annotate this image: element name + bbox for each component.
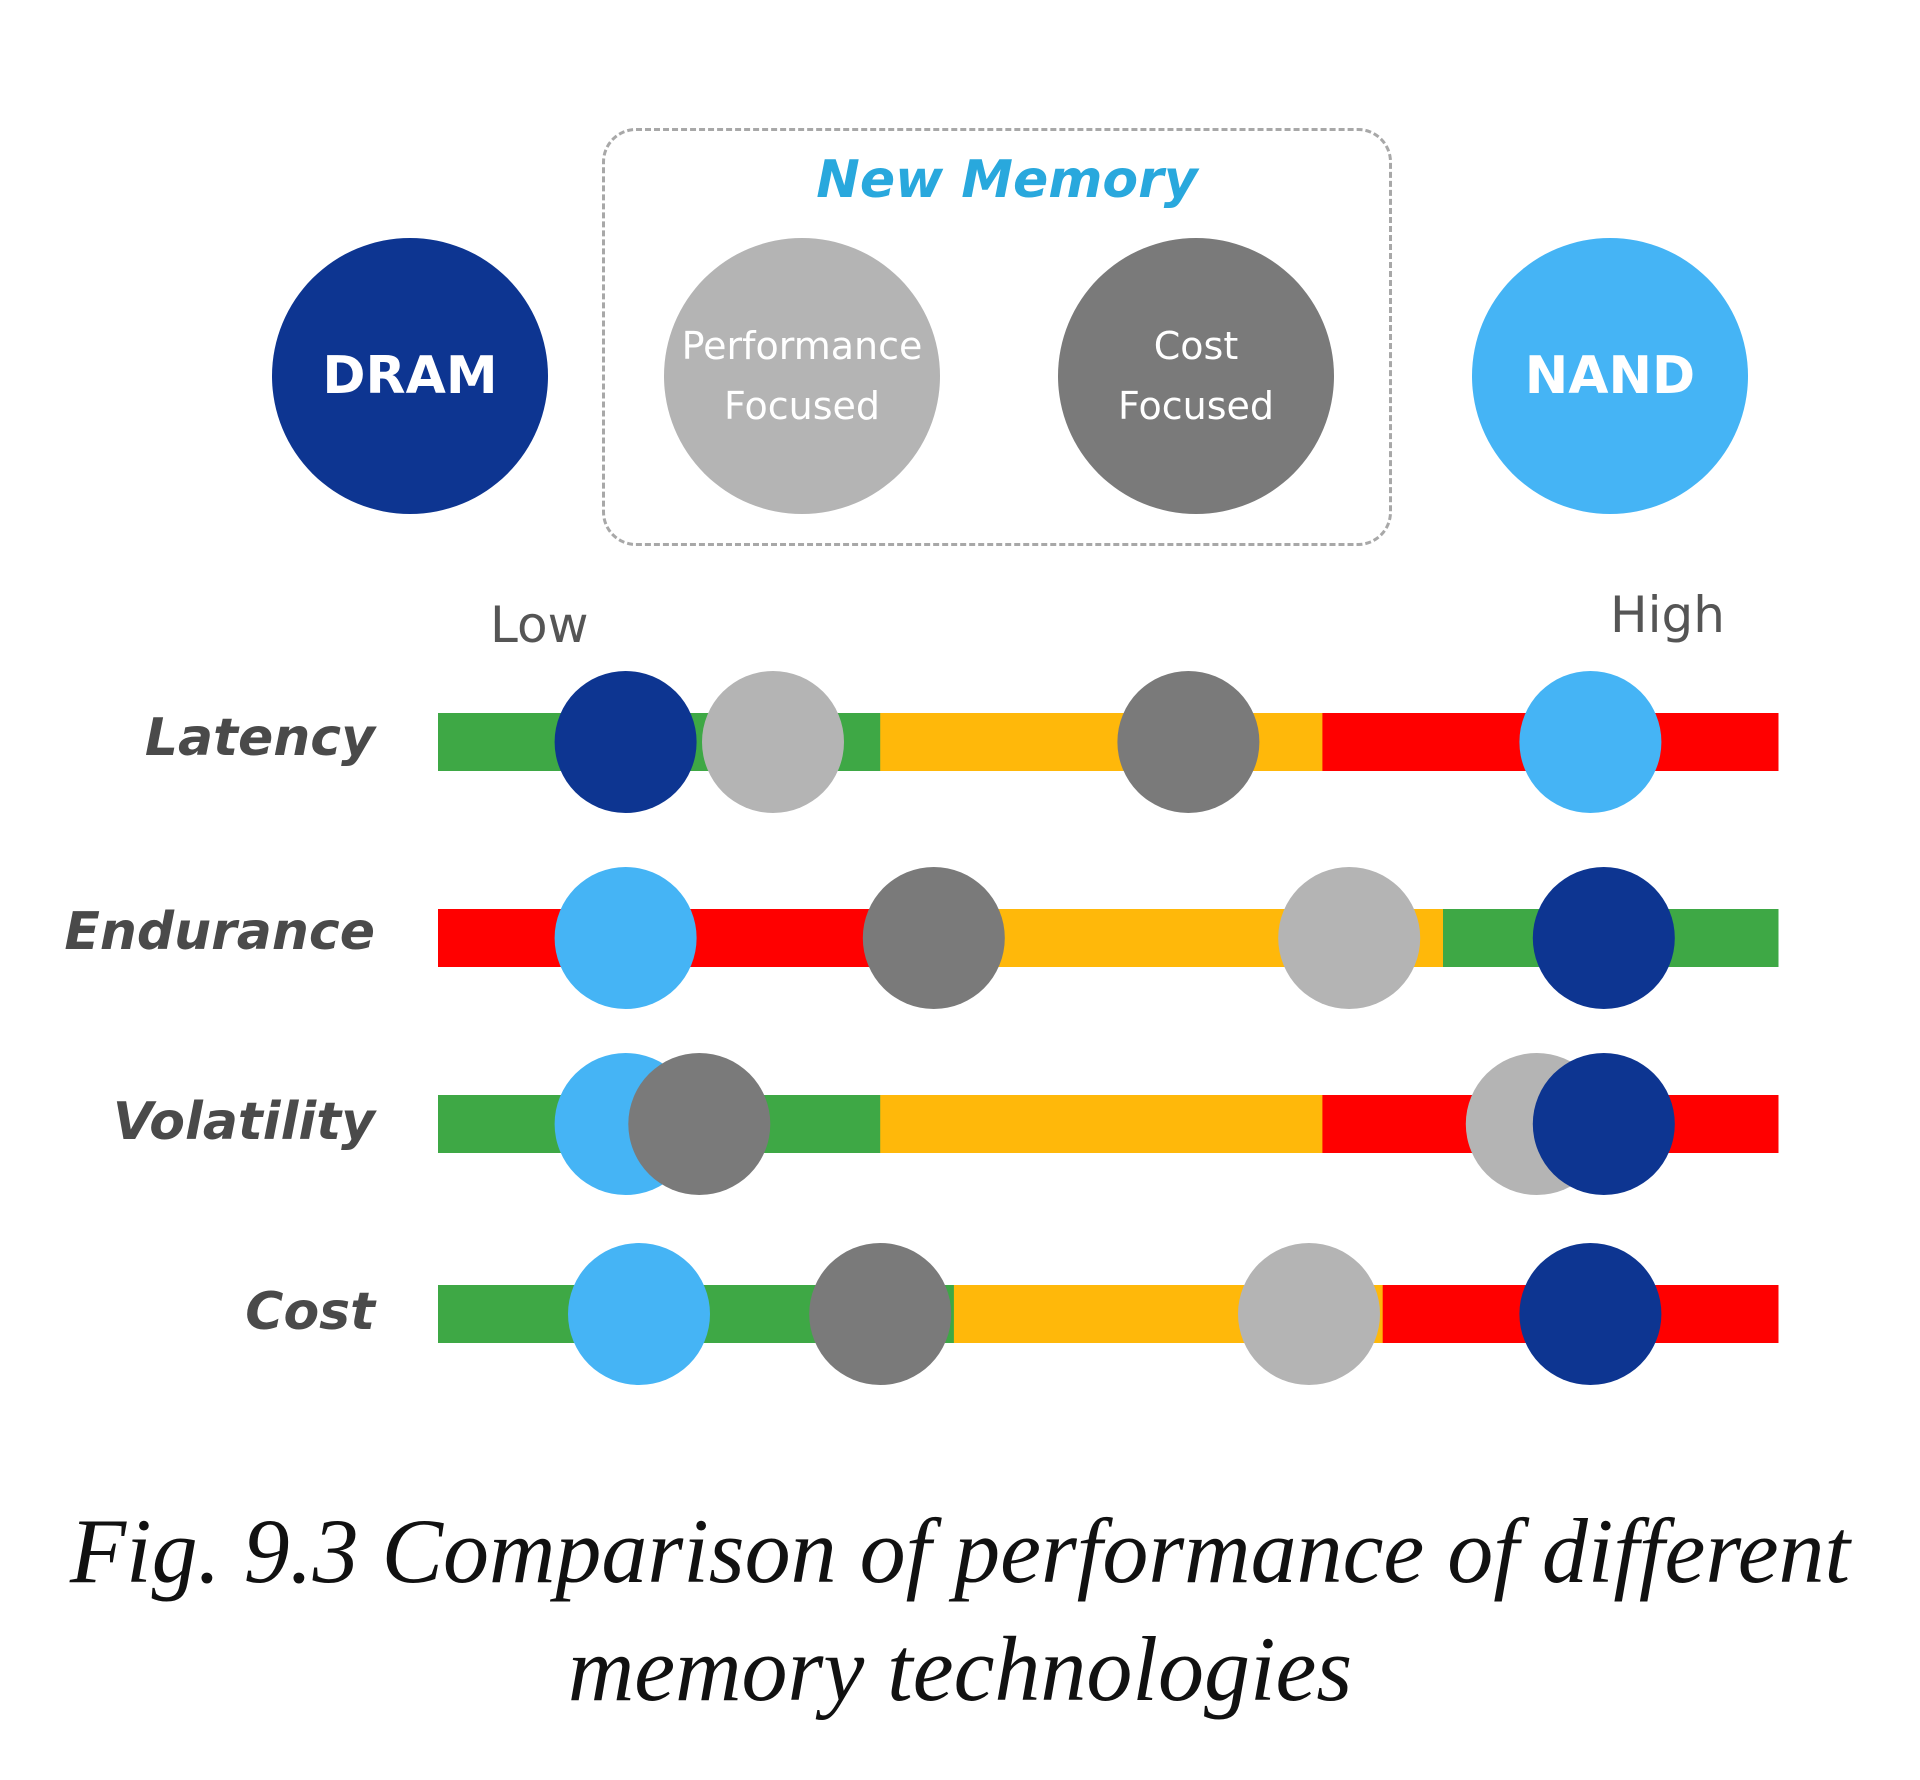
- figure-caption-line-2: memory technologies: [567, 1618, 1353, 1720]
- legend-cost-focused-circle: Cost Focused: [1058, 238, 1334, 514]
- marker-latency-nand: [1519, 671, 1662, 813]
- marker-volatility-dram: [1532, 1053, 1675, 1195]
- scale-low-label: Low: [490, 596, 589, 654]
- marker-volatility-cost: [628, 1053, 771, 1195]
- legend-dram-label: DRAM: [322, 346, 498, 406]
- marker-cost-dram: [1519, 1243, 1662, 1385]
- legend-nand-label: NAND: [1524, 346, 1696, 406]
- row-label-latency: Latency: [144, 708, 375, 768]
- new-memory-group-box: [602, 128, 1392, 546]
- marker-latency-dram: [554, 671, 697, 813]
- figure-caption-line-1: Fig. 9.3 Comparison of performance of di…: [69, 1500, 1851, 1602]
- marker-cost-cost: [809, 1243, 952, 1385]
- marker-cost-perf: [1238, 1243, 1380, 1385]
- figure-caption: Fig. 9.3 Comparison of performance of di…: [0, 1492, 1920, 1728]
- marker-cost-nand: [568, 1243, 710, 1385]
- marker-endurance-cost: [862, 867, 1005, 1009]
- scale-high-label: High: [1610, 586, 1725, 644]
- new-memory-title: New Memory: [816, 150, 1198, 210]
- marker-endurance-nand: [554, 867, 697, 1009]
- legend-performance-focused-label: Performance Focused: [681, 324, 923, 428]
- marker-latency-cost: [1117, 671, 1260, 813]
- bar-segment-volatility-1: [880, 1095, 1323, 1153]
- marker-latency-perf: [702, 671, 844, 813]
- legend-dram-circle: DRAM: [272, 238, 548, 514]
- row-label-cost: Cost: [245, 1282, 375, 1342]
- legend-cost-focused-label: Cost Focused: [1117, 324, 1275, 428]
- legend-nand-circle: NAND: [1472, 238, 1748, 514]
- legend-performance-focused-circle: Performance Focused: [664, 238, 940, 514]
- row-label-endurance: Endurance: [64, 902, 375, 962]
- marker-endurance-perf: [1278, 867, 1421, 1009]
- marker-endurance-dram: [1532, 867, 1675, 1009]
- row-label-volatility: Volatility: [112, 1092, 375, 1152]
